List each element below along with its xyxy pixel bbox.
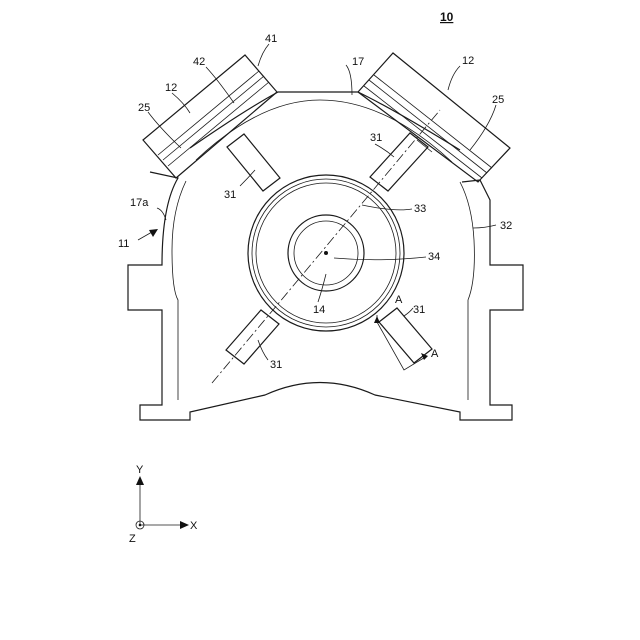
housing-outline xyxy=(128,172,523,420)
block-31-lower-right xyxy=(374,308,432,370)
coordinate-axes: Y X Z xyxy=(129,464,198,545)
label-12-right: 12 xyxy=(462,55,474,67)
axis-x-label: X xyxy=(190,520,198,532)
axis-z-label: Z xyxy=(129,533,136,545)
label-14: 14 xyxy=(313,304,325,316)
housing-top-arc xyxy=(190,92,460,150)
housing-inner-right xyxy=(460,182,474,400)
label-34: 34 xyxy=(428,251,440,263)
label-33: 33 xyxy=(414,203,426,215)
axis-y-label: Y xyxy=(136,464,144,476)
housing-top-inner-arc xyxy=(196,100,452,162)
label-41: 41 xyxy=(265,33,277,45)
arrow-11-shaft xyxy=(138,232,152,240)
left-cylinder-12 xyxy=(143,55,277,178)
label-section-a-top: A xyxy=(395,294,403,306)
block-31-upper-left xyxy=(227,134,280,191)
label-31-upper-left: 31 xyxy=(224,189,236,201)
label-25-left: 25 xyxy=(138,102,150,114)
label-section-a-bottom: A xyxy=(431,348,439,360)
label-31-lower-right: 31 xyxy=(413,304,425,316)
center-point-34 xyxy=(324,251,328,255)
figure-number: 10 xyxy=(440,10,454,24)
label-12-left: 12 xyxy=(165,82,177,94)
label-32: 32 xyxy=(500,220,512,232)
housing-inner-left xyxy=(172,181,186,400)
label-25-right: 25 xyxy=(492,94,504,106)
label-11: 11 xyxy=(118,238,129,250)
label-31-upper-right: 31 xyxy=(370,132,382,144)
label-17a: 17a xyxy=(130,197,149,209)
center-axis-line xyxy=(212,110,440,383)
label-42: 42 xyxy=(193,56,205,68)
label-31-lower-left: 31 xyxy=(270,359,282,371)
label-17: 17 xyxy=(352,56,364,68)
block-31-lower-left xyxy=(226,310,279,364)
